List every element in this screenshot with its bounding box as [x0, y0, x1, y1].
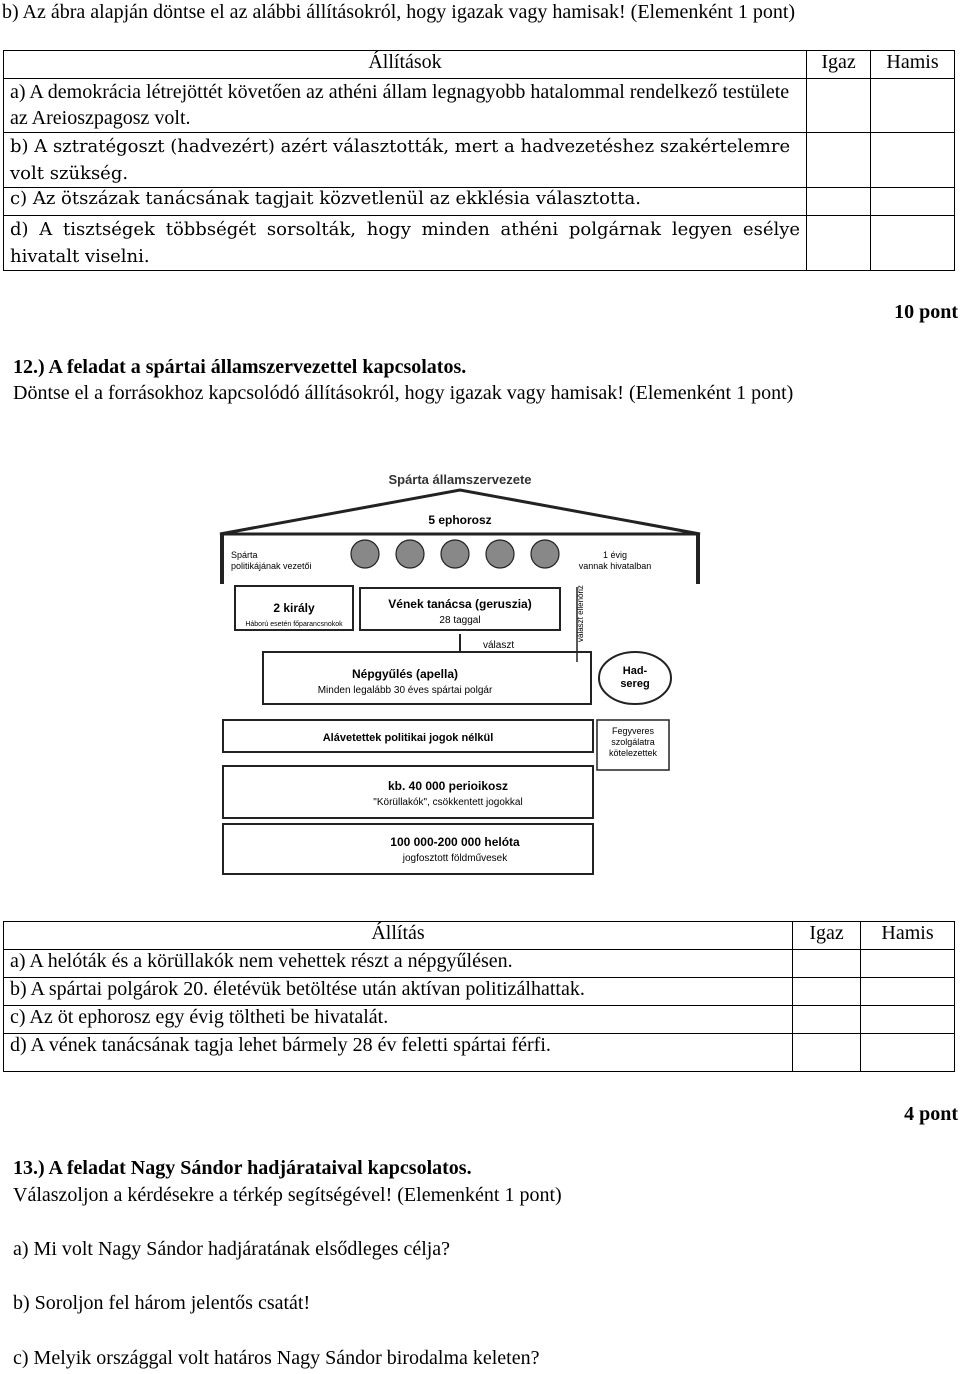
perioikoi-box: [222, 765, 594, 819]
answer-true-a[interactable]: [792, 949, 862, 978]
kings-box: [234, 585, 354, 631]
answer-false-c[interactable]: [860, 1005, 955, 1034]
military-duty-box: [596, 719, 670, 771]
header-false: Hamis: [860, 921, 955, 950]
army-label: Had-sereg: [620, 665, 649, 690]
question-c: c) Melyik országgal volt határos Nagy Sá…: [13, 1347, 540, 1369]
no-rights-label: Alávetettek politikai jogok nélkül: [323, 732, 494, 744]
statement-a: a) A helóták és a körüllakók nem vehette…: [2, 949, 794, 978]
ephor-heads-icon: [350, 539, 560, 569]
question-a: a) Mi volt Nagy Sándor hadjáratának első…: [13, 1238, 451, 1260]
helots-sub: jogfosztott földművesek: [402, 853, 508, 864]
kings-label: 2 király: [273, 601, 315, 615]
elders-label: Vének tanácsa (geruszia): [388, 597, 531, 611]
sparta-statements-table: Állítás Igaz Hamis a) A helóták és a kör…: [2, 921, 955, 1072]
answer-true-b[interactable]: [792, 977, 862, 1006]
answer-true-c[interactable]: [792, 1005, 862, 1034]
sparta-state-diagram: Spárta államszervezete 5 ephorosz Spárta…: [219, 472, 701, 875]
header-statement: Állítás: [2, 921, 794, 950]
no-rights-box: [222, 719, 594, 753]
choose-label: választ: [483, 640, 514, 651]
answer-true-d[interactable]: [792, 1033, 862, 1072]
statement-b: b) A spártai polgárok 20. életévük betöl…: [2, 977, 794, 1006]
diagram-title: Spárta államszervezete: [388, 472, 531, 487]
statement-d: d) A vének tanácsának tagja lehet bármel…: [2, 1033, 794, 1072]
answer-true-b[interactable]: [806, 132, 872, 188]
statement-c: c) Az öt ephorosz egy évig töltheti be h…: [2, 1005, 794, 1034]
header-true: Igaz: [806, 50, 872, 79]
roof: [219, 488, 701, 536]
answer-false-d[interactable]: [870, 215, 955, 271]
helots-box: [222, 823, 594, 875]
kings-sub: Háború esetén főparancsnokok: [245, 621, 343, 628]
points-10: 10 pont: [894, 301, 958, 323]
statement-d: d) A tisztségek többségét sorsolták, hog…: [2, 215, 808, 271]
answer-false-c[interactable]: [870, 187, 955, 216]
ephors-label: 5 ephorosz: [428, 513, 491, 527]
answer-true-c[interactable]: [806, 187, 872, 216]
perioikoi-sub: "Körüllakók", csökkentett jogokkal: [373, 797, 522, 808]
task-13-instruction: Válaszoljon a kérdésekre a térkép segíts…: [13, 1184, 562, 1206]
header-statements: Állítások: [2, 50, 808, 79]
athens-statements-table: Állítások Igaz Hamis a) A demokrácia lét…: [2, 50, 955, 271]
header-false: Hamis: [870, 50, 955, 79]
task-11b-intro: b) Az ábra alapján döntse el az alábbi á…: [2, 1, 796, 23]
elders-sub: 28 taggal: [439, 615, 480, 626]
answer-true-d[interactable]: [806, 215, 872, 271]
statement-a: a) A demokrácia létrejöttét követően az …: [2, 78, 808, 133]
answer-false-b[interactable]: [870, 132, 955, 188]
answer-false-a[interactable]: [870, 78, 955, 133]
assembly-label: Népgyűlés (apella): [352, 667, 458, 681]
assembly-sub: Minden legalább 30 éves spártai polgár: [318, 685, 493, 696]
points-4: 4 pont: [904, 1103, 958, 1125]
task-12-title: 12.) A feladat a spártai államszervezett…: [13, 356, 467, 378]
army-circle: [598, 651, 672, 705]
answer-false-a[interactable]: [860, 949, 955, 978]
statement-b: b) A sztratégoszt (hadvezért) azért vála…: [2, 132, 808, 188]
task-13-title: 13.) A feladat Nagy Sándor hadjárataival…: [13, 1157, 472, 1179]
statement-c: c) Az ötszázak tanácsának tagjait közvet…: [2, 187, 808, 216]
elders-box: [359, 587, 561, 631]
question-b: b) Soroljon fel három jelentős csatát!: [13, 1292, 311, 1314]
answer-false-b[interactable]: [860, 977, 955, 1006]
header-true: Igaz: [792, 921, 862, 950]
answer-true-a[interactable]: [806, 78, 872, 133]
assembly-box: [262, 651, 592, 705]
task-12-instruction: Döntse el a forrásokhoz kapcsolódó állít…: [13, 382, 794, 404]
helots-label: 100 000-200 000 helóta: [390, 835, 520, 849]
choose-vertical-label: választ ellenőriz: [576, 585, 585, 642]
perioikoi-label: kb. 40 000 perioikosz: [388, 779, 508, 793]
answer-false-d[interactable]: [860, 1033, 955, 1072]
